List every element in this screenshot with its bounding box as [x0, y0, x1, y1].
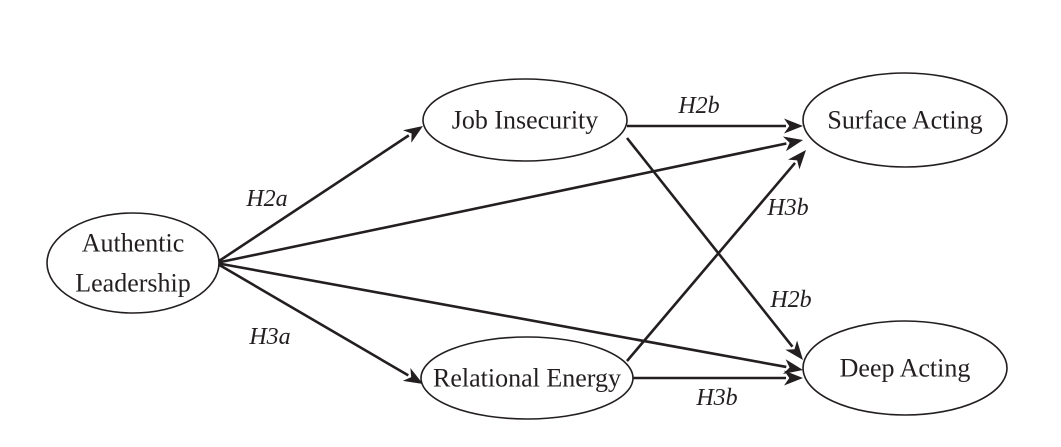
arrowhead-icon — [785, 340, 803, 360]
hypothesis-label-authentic-leadership-to-job-insecurity: H2a — [245, 186, 287, 212]
edge-relational-energy-to-deep-acting — [633, 370, 803, 386]
edge-line — [215, 261, 409, 377]
edge-line — [215, 142, 787, 265]
edge-line — [215, 261, 787, 369]
node-ellipse — [46, 212, 220, 314]
arrowhead-icon — [782, 359, 803, 374]
node-label: Job Insecurity — [452, 106, 599, 135]
edge-line — [625, 137, 794, 348]
node-label: Leadership — [75, 269, 191, 298]
node-label: Surface Acting — [827, 106, 982, 135]
edge-job-insecurity-to-surface-acting — [627, 118, 803, 134]
node-label: Deep Acting — [840, 354, 971, 383]
arrowhead-icon — [402, 367, 423, 384]
node-ellipse — [802, 72, 1008, 168]
node-ellipse — [420, 336, 634, 420]
node-label: Authentic — [82, 229, 185, 258]
arrowhead-icon — [403, 126, 423, 143]
node-label: Relational Energy — [433, 364, 621, 393]
edge-line — [215, 134, 410, 265]
hypothesis-label-job-insecurity-to-deep-acting: H2b — [769, 287, 811, 313]
node-deep-acting: Deep Acting — [802, 320, 1008, 416]
edge-authentic-leadership-to-relational-energy — [215, 261, 423, 384]
edges-layer — [215, 118, 806, 386]
edge-job-insecurity-to-deep-acting — [625, 137, 803, 360]
node-ellipse — [422, 78, 628, 162]
node-relational-energy: Relational Energy — [420, 336, 634, 420]
node-job-insecurity: Job Insecurity — [422, 78, 628, 162]
arrowhead-icon — [784, 118, 803, 134]
arrowhead-icon — [782, 136, 803, 152]
node-ellipse — [802, 320, 1008, 416]
hypothesis-label-authentic-leadership-to-relational-energy: H3a — [248, 324, 290, 350]
edge-relational-energy-to-surface-acting — [626, 150, 806, 362]
edge-authentic-leadership-to-job-insecurity — [215, 126, 423, 265]
node-surface-acting: Surface Acting — [802, 72, 1008, 168]
arrowhead-icon — [787, 150, 806, 170]
arrowhead-icon — [784, 370, 803, 386]
hypothesis-label-relational-energy-to-surface-acting: H3b — [766, 195, 808, 221]
hypothesis-label-job-insecurity-to-surface-acting: H2b — [677, 93, 719, 119]
edge-line — [626, 162, 796, 362]
edge-authentic-leadership-to-deep-acting — [215, 261, 803, 374]
hypothesis-label-relational-energy-to-deep-acting: H3b — [695, 385, 737, 411]
edge-authentic-leadership-to-surface-acting — [215, 136, 803, 265]
